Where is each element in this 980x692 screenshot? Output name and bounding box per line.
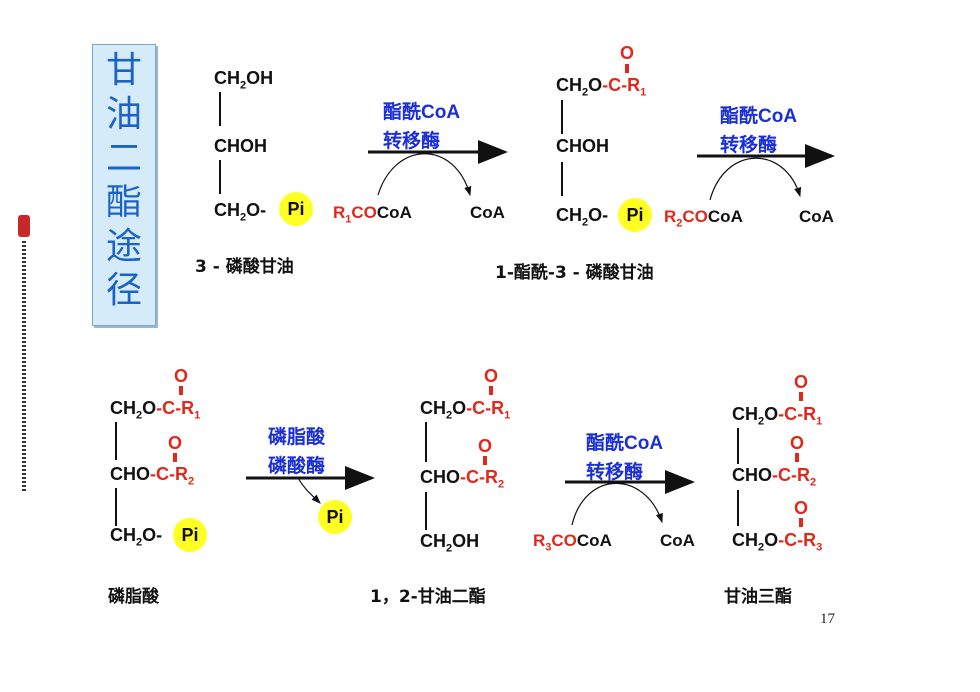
double-bond bbox=[799, 518, 803, 527]
phosphate-product: Pi bbox=[318, 500, 352, 534]
title-char: 甘 bbox=[105, 50, 142, 91]
r4-line2: CHO-C-R2 bbox=[420, 467, 505, 491]
phosphate-badge: Pi bbox=[173, 518, 207, 552]
bond bbox=[561, 162, 563, 196]
r4-name: 1，2-甘油二酯 bbox=[370, 587, 486, 607]
bond bbox=[219, 160, 221, 194]
title-char: 径 bbox=[105, 270, 142, 311]
double-bond bbox=[483, 456, 487, 465]
carbonyl-o: O bbox=[794, 498, 809, 518]
enzyme1-product: CoA bbox=[470, 203, 505, 222]
r2-line1: CH2O-C-R1 bbox=[556, 75, 647, 99]
title-char: 二 bbox=[105, 138, 142, 179]
enzyme2-substrate: R2COCoA bbox=[664, 207, 743, 230]
r3-line2: CHO-C-R2 bbox=[110, 464, 195, 488]
double-bond bbox=[179, 386, 183, 395]
enzyme1-substrate: R1COCoA bbox=[333, 203, 412, 226]
carbonyl-o: O bbox=[478, 436, 493, 456]
title-box: 甘 油 二 酯 途 径 bbox=[92, 44, 156, 326]
enzyme2-type: 转移酶 bbox=[720, 135, 778, 156]
enzyme4-type: 转移酶 bbox=[586, 462, 644, 483]
enzyme3-name: 磷脂酸 bbox=[268, 427, 326, 448]
enzyme2-name: 酯酰CoA bbox=[720, 106, 798, 127]
r1-name: 3 - 磷酸甘油 bbox=[195, 257, 294, 277]
title-char: 途 bbox=[105, 226, 142, 267]
title-char: 酯 bbox=[105, 182, 142, 223]
r2-line2: CHOH bbox=[556, 136, 609, 156]
bond bbox=[115, 422, 117, 460]
bond bbox=[561, 100, 563, 134]
r3-line1: CH2O-C-R1 bbox=[110, 398, 201, 422]
enzyme4-name: 酯酰CoA bbox=[586, 433, 664, 454]
r4-line3: CH2OH bbox=[420, 531, 480, 555]
carbonyl-o: O bbox=[794, 372, 809, 392]
title-char: 油 bbox=[105, 94, 142, 135]
r4-line1: CH2O-C-R1 bbox=[420, 398, 511, 422]
enzyme2-product: CoA bbox=[799, 207, 834, 226]
bond bbox=[737, 428, 739, 464]
double-bond bbox=[489, 386, 493, 395]
r5-line2: CHO-C-R2 bbox=[732, 465, 817, 489]
logo-icon bbox=[18, 215, 30, 237]
bond bbox=[115, 488, 117, 526]
page-number: 17 bbox=[820, 611, 835, 627]
r1-line2: CHOH bbox=[214, 136, 267, 156]
r1-line3: CH2O- bbox=[214, 200, 267, 224]
double-bond bbox=[799, 392, 803, 401]
double-bond bbox=[795, 453, 799, 462]
bond bbox=[219, 92, 221, 126]
enzyme3-type: 磷酸酶 bbox=[268, 456, 326, 477]
bond bbox=[737, 490, 739, 526]
enzyme4-product: CoA bbox=[660, 531, 695, 550]
r2-line3: CH2O- bbox=[556, 205, 609, 229]
r5-line3: CH2O-C-R3 bbox=[732, 530, 823, 554]
carbonyl-o: O bbox=[790, 433, 805, 453]
carbonyl-o: O bbox=[484, 366, 499, 386]
r3-line3: CH2O- bbox=[110, 525, 163, 549]
carbonyl-o: O bbox=[620, 43, 635, 63]
phosphate-badge: Pi bbox=[618, 198, 652, 232]
enzyme4-substrate: R3COCoA bbox=[533, 531, 612, 554]
side-watermark bbox=[18, 215, 32, 495]
bond bbox=[425, 422, 427, 462]
bond bbox=[425, 492, 427, 530]
double-bond bbox=[625, 64, 629, 73]
enzyme1-name: 酯酰CoA bbox=[383, 102, 461, 123]
phosphate-badge: Pi bbox=[279, 192, 313, 226]
r1-line1: CH2OH bbox=[214, 68, 274, 92]
r5-line1: CH2O-C-R1 bbox=[732, 404, 823, 428]
carbonyl-o: O bbox=[174, 366, 189, 386]
r5-name: 甘油三酯 bbox=[724, 587, 792, 607]
r2-name: 1-酯酰-3 - 磷酸甘油 bbox=[495, 263, 654, 283]
carbonyl-o: O bbox=[168, 433, 183, 453]
r3-name: 磷脂酸 bbox=[108, 587, 159, 607]
enzyme1-type: 转移酶 bbox=[383, 131, 441, 152]
double-bond bbox=[173, 453, 177, 462]
watermark-text bbox=[22, 241, 26, 491]
